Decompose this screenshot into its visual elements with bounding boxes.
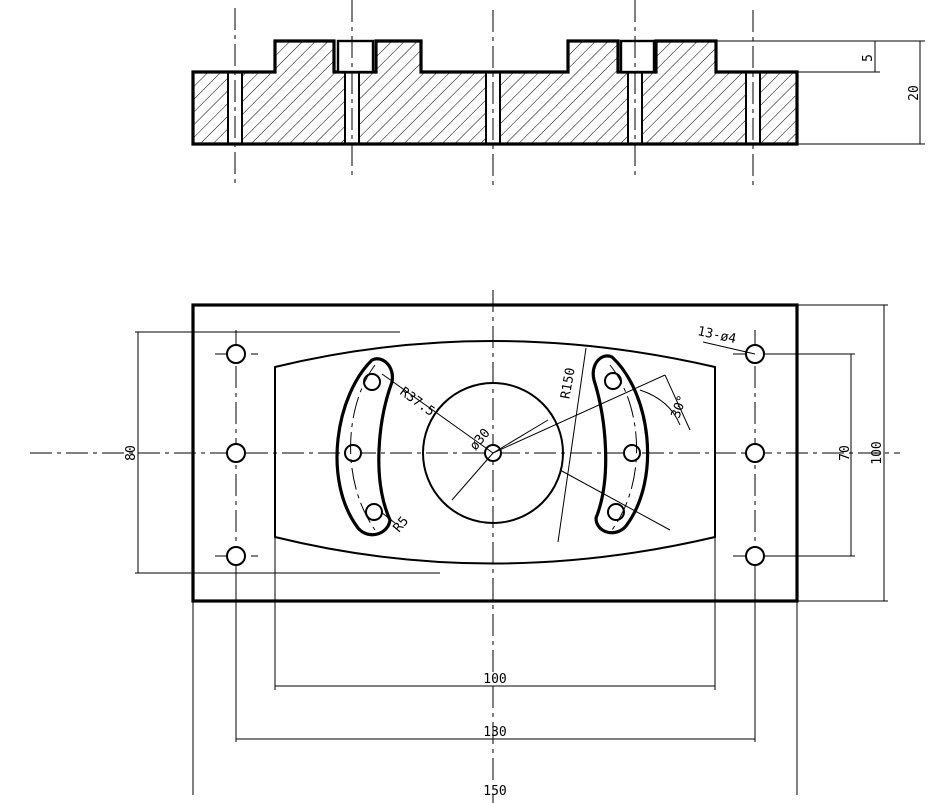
left-arc-slot bbox=[335, 357, 395, 537]
section-dimension-lines bbox=[716, 40, 925, 145]
dim-slot-radius: R5 bbox=[391, 514, 413, 536]
plan-view: 100 130 150 100 70 80 R150 R37.5 R5 ø30 … bbox=[30, 290, 900, 803]
hole bbox=[226, 344, 246, 364]
dim-hole-callout: 13-ø4 bbox=[696, 324, 738, 347]
dim-outer-length: 150 bbox=[483, 784, 506, 799]
dim-hole-pitch-x: 130 bbox=[483, 725, 506, 740]
slot-angle-arc bbox=[639, 389, 681, 426]
dim-arc-radius-150: R150 bbox=[558, 367, 578, 400]
hole bbox=[226, 546, 246, 566]
hole bbox=[226, 443, 246, 463]
dim-outer-width: 100 bbox=[870, 441, 885, 464]
dim-hole-pitch-y: 70 bbox=[838, 445, 853, 461]
vertical-dimensions bbox=[765, 304, 888, 602]
hole bbox=[745, 546, 765, 566]
dim-total-height: 20 bbox=[907, 85, 922, 101]
dim-slot-angle: 30° bbox=[669, 393, 691, 420]
plan-centerlines bbox=[30, 290, 900, 803]
slot-arc-centerlines bbox=[350, 364, 637, 531]
left-dimension bbox=[135, 331, 440, 574]
section-counterbores bbox=[336, 39, 656, 74]
hole bbox=[745, 443, 765, 463]
dim-pocket-depth: 5 bbox=[861, 54, 876, 62]
horizontal-dimensions bbox=[192, 537, 798, 795]
section-centerlines bbox=[234, 0, 754, 190]
mounting-holes bbox=[226, 344, 765, 566]
right-arc-slot bbox=[591, 354, 650, 535]
section-view: 5 20 bbox=[191, 0, 925, 190]
radial-leaders bbox=[380, 341, 756, 543]
dim-boss-width: 100 bbox=[483, 672, 506, 687]
dim-boss-height: 80 bbox=[124, 445, 139, 461]
dim-arc-radius-37-5: R37.5 bbox=[397, 385, 437, 420]
center-boss-circle bbox=[422, 382, 564, 524]
